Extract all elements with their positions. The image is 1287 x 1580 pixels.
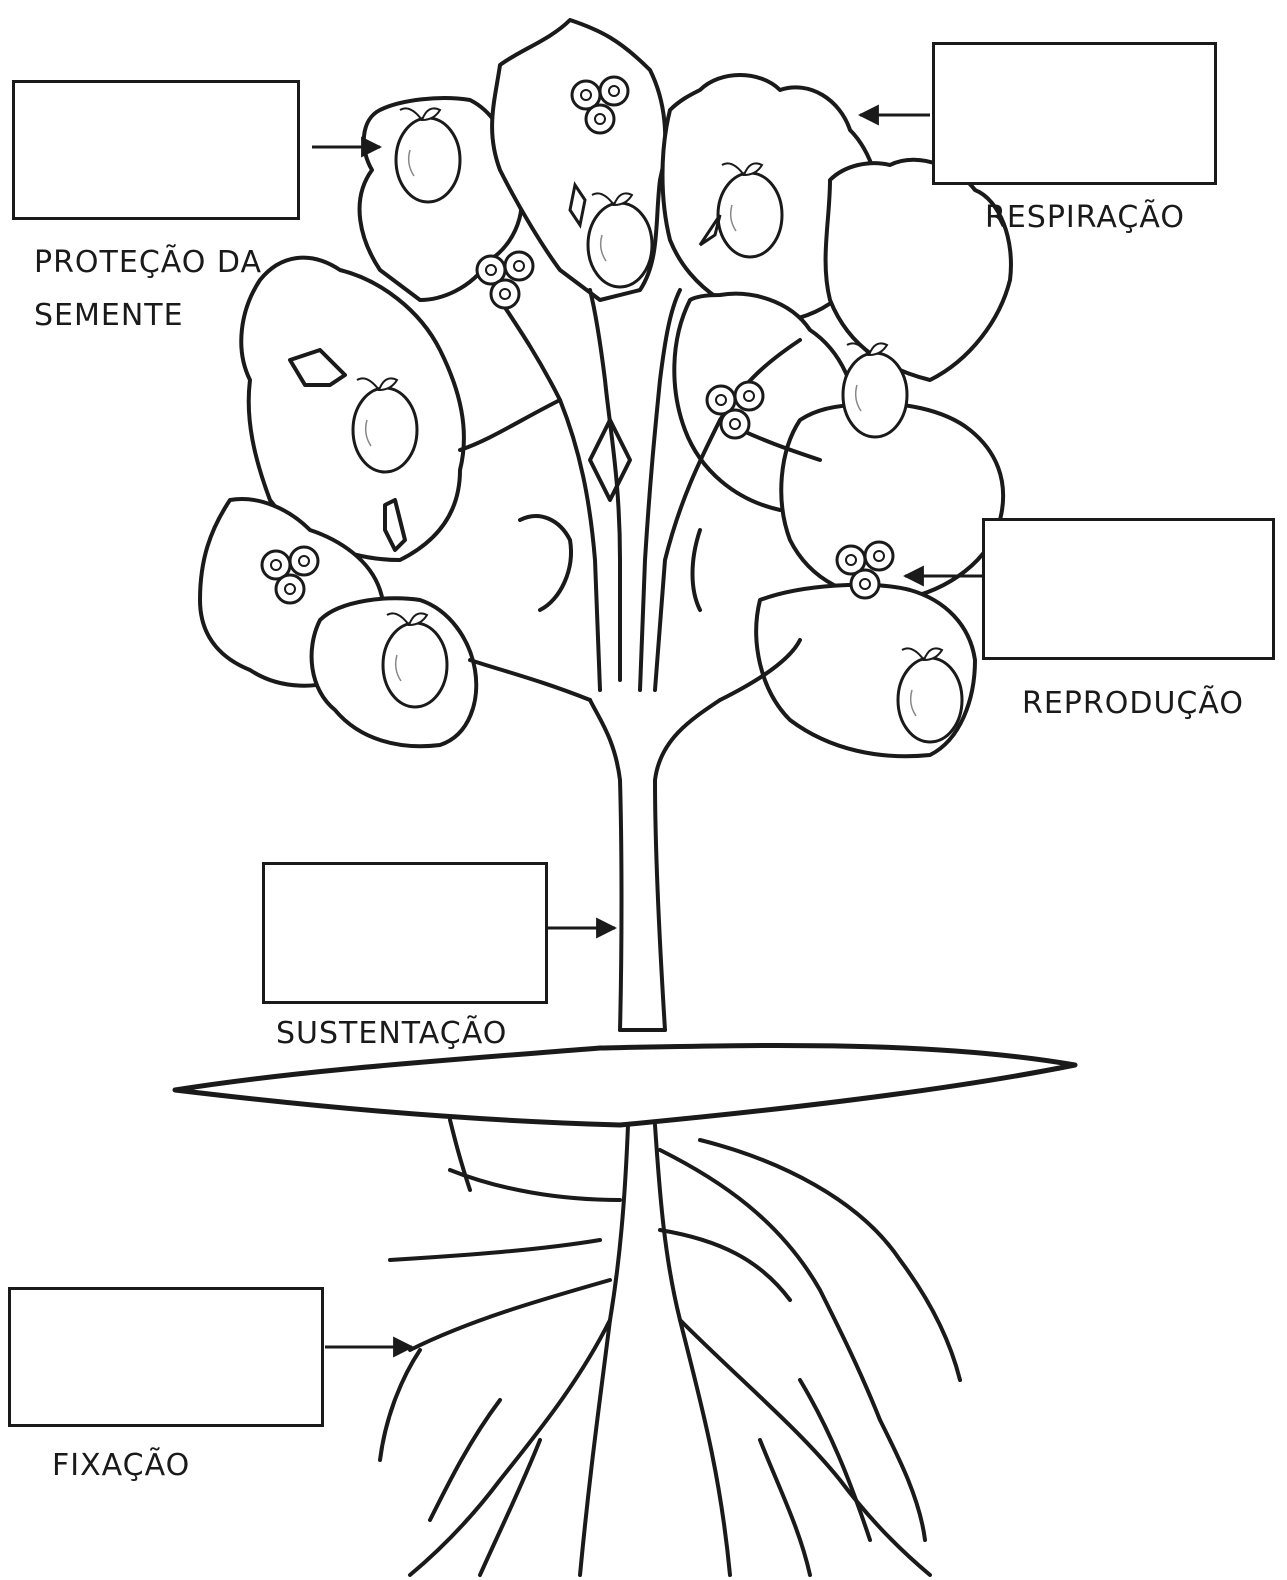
caption-fixacao: FIXAÇÃO [52,1440,190,1493]
answer-box-protecao[interactable] [12,80,300,220]
caption-reproducao: REPRODUÇÃO [1022,678,1244,731]
caption-respiracao: RESPIRAÇÃO [985,192,1185,245]
leaf-cluster-right-mid [781,404,1003,600]
roots [380,1120,960,1575]
trunk-outline-left [590,700,622,1030]
answer-box-fixacao[interactable] [8,1287,324,1427]
answer-box-respiracao[interactable] [932,42,1217,185]
trunk-outline-right [655,700,720,1030]
caption-sustentacao: SUSTENTAÇÃO [276,1008,507,1061]
answer-box-sustentacao[interactable] [262,862,548,1004]
flower-cluster-2 [477,252,533,308]
caption-protecao: PROTEÇÃO DA SEMENTE [34,237,262,342]
leaf-cluster-far-right [826,160,1011,380]
answer-box-reproducao[interactable] [982,518,1275,660]
